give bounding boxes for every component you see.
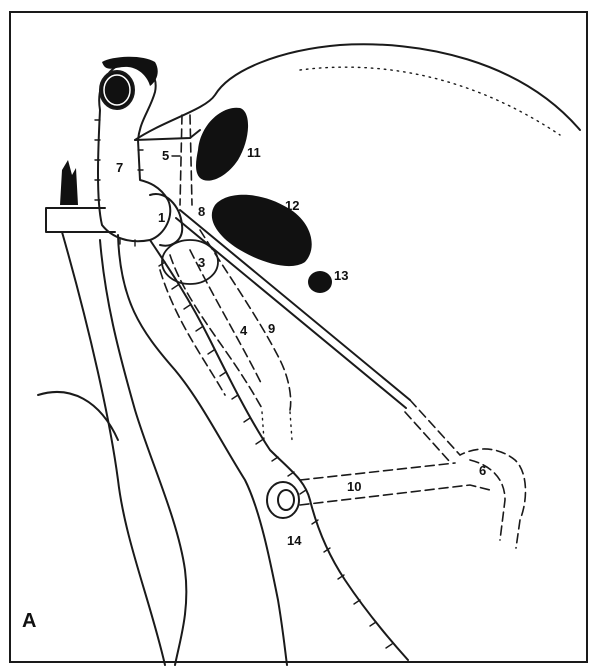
outer-contour-inner-dots <box>300 67 560 135</box>
label-11: 11 <box>247 145 261 160</box>
structure-10-dashed <box>300 463 490 505</box>
structure-9-dots <box>262 412 292 440</box>
structure-7-opening <box>100 71 134 109</box>
label-4: 4 <box>240 323 248 338</box>
label-1: 1 <box>158 210 165 225</box>
outer-contour <box>135 44 580 140</box>
label-9: 9 <box>268 321 275 336</box>
left-column-outer <box>62 232 165 665</box>
figure-frame <box>10 12 587 662</box>
label-5: 5 <box>162 148 169 163</box>
label-12: 12 <box>285 198 299 213</box>
label-13: 13 <box>334 268 348 283</box>
structure-6-dashed <box>405 400 525 548</box>
structure-14-ring-inner <box>278 490 294 510</box>
left-column-mid <box>118 235 287 665</box>
structure-5-dashed <box>180 115 192 205</box>
label-3: 3 <box>198 255 205 270</box>
structure-13-blob <box>308 271 332 293</box>
label-6: 6 <box>479 463 486 478</box>
left-stump <box>60 160 78 205</box>
label-14: 14 <box>287 533 302 548</box>
label-10: 10 <box>347 479 361 494</box>
structure-11-blob <box>196 108 248 181</box>
lower-left-curve <box>38 392 118 440</box>
label-8: 8 <box>198 204 205 219</box>
label-7: 7 <box>116 160 123 175</box>
panel-letter: A <box>22 610 36 632</box>
